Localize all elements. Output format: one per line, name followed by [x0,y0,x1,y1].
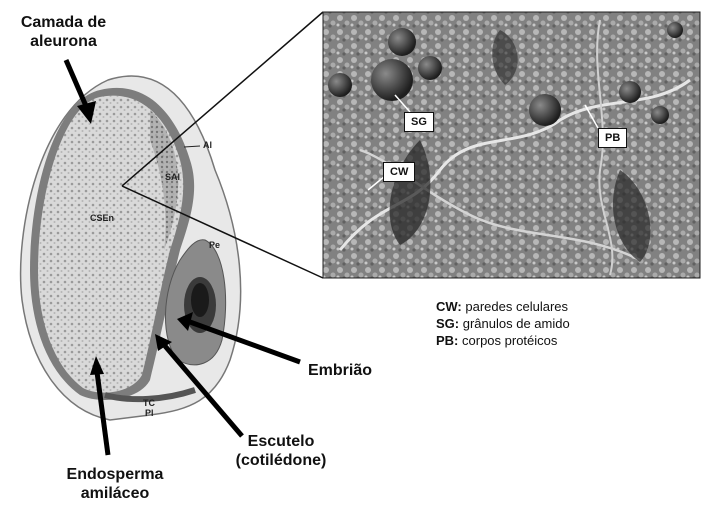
legend-text: paredes celulares [465,299,568,314]
tissue-code-pe: Pe [209,240,220,250]
cw-tag: CW [383,162,415,182]
aleurone-label-line1: Camada de [6,13,121,32]
starch-granule [418,56,442,80]
aleurone-label: Camada de aleurona [6,13,121,51]
starch-granule [388,28,416,56]
endosperm-label-line2: amiláceo [45,484,185,503]
tissue-code-pl: Pl [145,408,154,418]
tissue-code-csen: CSEn [90,213,114,223]
starch-granule [529,94,561,126]
aleurone-label-line2: aleurona [6,32,121,51]
legend-item: PB: corpos protéicos [436,332,570,349]
legend-item: SG: grânulos de amido [436,315,570,332]
embryo-label: Embrião [300,361,380,380]
legend-abbr: CW: [436,299,462,314]
pb-tag: PB [598,128,627,148]
legend-text: corpos protéicos [462,333,557,348]
legend-item: CW: paredes celulares [436,298,570,315]
starch-granule [328,73,352,97]
tissue-code-sal: SAl [165,172,180,182]
scutellum-label: Escutelo (cotilédone) [226,432,336,470]
scutellum-label-line2: (cotilédone) [226,451,336,470]
embryo-axis-core [191,283,209,317]
legend-text: grânulos de amido [463,316,570,331]
endosperm-label: Endosperma amiláceo [45,465,185,503]
tissue-code-al: Al [203,140,212,150]
aleurone-arrow [66,60,86,106]
grain-section [21,76,241,420]
endosperm-label-line1: Endosperma [45,465,185,484]
starch-granule [667,22,683,38]
legend-abbr: PB: [436,333,458,348]
starch-granule [619,81,641,103]
scutellum-label-line1: Escutelo [226,432,336,451]
abbreviation-legend: CW: paredes celulares SG: grânulos de am… [436,298,570,349]
starch-granule [651,106,669,124]
tissue-code-tc: TC [143,398,155,408]
legend-abbr: SG: [436,316,459,331]
starch-granule [371,59,413,101]
sg-tag: SG [404,112,434,132]
sem-micrograph [323,12,700,278]
